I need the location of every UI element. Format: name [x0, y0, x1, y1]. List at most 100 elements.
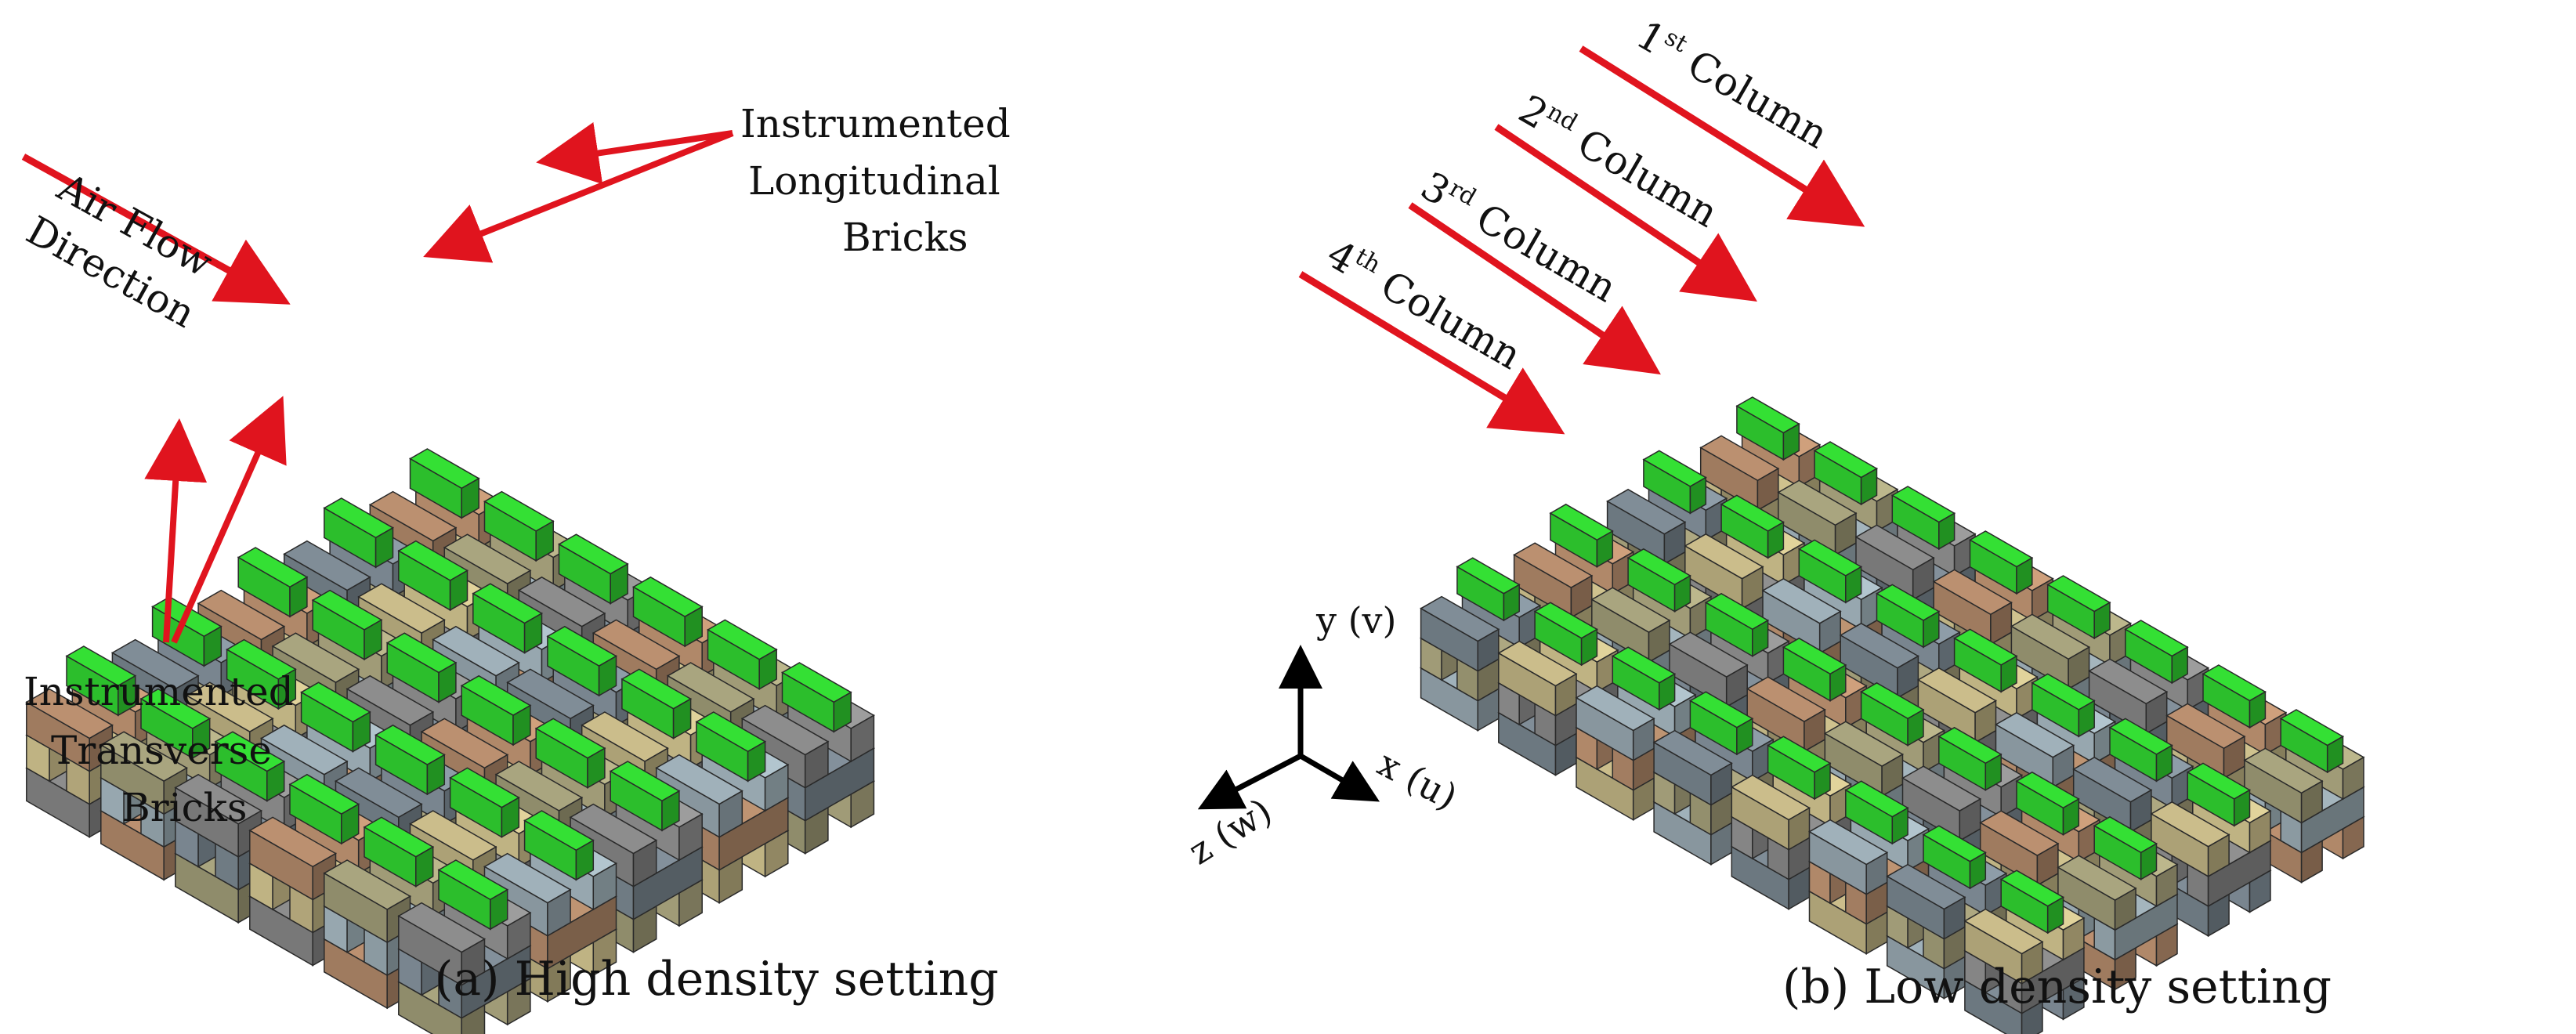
- instrumented-brick-side: [610, 562, 628, 605]
- brick-side: [1741, 566, 1764, 610]
- brick-side: [804, 740, 829, 789]
- brick-side: [1663, 521, 1686, 566]
- instrumented-brick-side: [1503, 584, 1520, 622]
- brick-side: [764, 763, 789, 812]
- instrumented-brick-side: [1845, 566, 1862, 604]
- instrumented-brick-side: [758, 648, 777, 690]
- brick-side: [2062, 916, 2085, 961]
- brick-side: [1648, 619, 1670, 663]
- instrumented-brick-side: [1596, 530, 1614, 568]
- instrumented-brick-side: [2326, 735, 2344, 774]
- brick-side: [1788, 807, 1811, 851]
- brick-side: [1974, 700, 1997, 744]
- instrumented-brick-side: [192, 718, 211, 760]
- instrumented-brick-side: [535, 520, 554, 562]
- instrumented-brick-side: [438, 661, 457, 703]
- z-axis-label: z (w): [1181, 790, 1279, 873]
- brick-side: [2342, 756, 2364, 801]
- instrumented-brick-side: [490, 888, 508, 931]
- instrumented-brick-side: [341, 803, 360, 845]
- column-4-arrow: [1298, 271, 1565, 435]
- instrumented-brick-side: [1689, 476, 1707, 515]
- instrumented-brick-side: [415, 845, 434, 888]
- brick-side: [2068, 645, 2090, 690]
- column-annotations: 1st Column 2nd Column 3rd Column 4th Col…: [1298, 11, 1865, 435]
- instrumented-brick-side: [289, 576, 308, 618]
- instrumented-brick-side: [1736, 718, 1753, 756]
- instrumented-brick-side: [1938, 512, 1956, 551]
- column-3-arrow: [1408, 202, 1661, 375]
- transverse-bricks-annotation: Instrumented Transverse Bricks: [24, 396, 294, 830]
- transverse-arrow-1: [144, 418, 208, 643]
- brick-side: [592, 862, 617, 911]
- instrumented-brick-side: [2016, 556, 2033, 595]
- instrumented-brick-side: [587, 747, 606, 789]
- instrumented-brick-side: [461, 477, 479, 519]
- instrumented-brick-side: [1767, 521, 1785, 559]
- brick-side: [1804, 708, 1826, 753]
- instrumented-brick-side: [2171, 645, 2188, 685]
- brick-side: [2145, 690, 2168, 735]
- instrumented-brick-side: [1984, 753, 2002, 791]
- transverse-label-line1: Instrumented: [24, 669, 294, 714]
- brick-side: [1912, 556, 1934, 601]
- caption-a: (a) High density setting: [435, 952, 999, 1007]
- brick-side: [506, 911, 531, 960]
- brick-side: [2129, 789, 2152, 833]
- high-density-brick-stack: [25, 448, 875, 1034]
- brick-side: [1818, 610, 1841, 655]
- instrumented-brick-side: [1580, 628, 1598, 667]
- caption-b: (b) Low density setting: [1782, 960, 2332, 1014]
- brick-side: [1725, 663, 1748, 708]
- instrumented-brick-side: [2078, 700, 2095, 738]
- column-1-label: 1st Column: [1629, 11, 1836, 157]
- brick-side: [2155, 863, 2178, 908]
- brick-side: [2207, 833, 2230, 878]
- column-2-arrow: [1494, 124, 1757, 302]
- brick-side: [461, 938, 486, 986]
- transverse-label-line3: Bricks: [121, 785, 248, 830]
- brick-side: [1632, 718, 1655, 761]
- instrumented-brick-side: [1923, 610, 1940, 649]
- brick-side: [1710, 762, 1733, 806]
- instrumented-brick-side: [1969, 851, 1987, 890]
- instrumented-brick-side: [2046, 896, 2064, 935]
- brick-side: [1570, 574, 1593, 619]
- instrumented-brick-side: [1659, 673, 1676, 711]
- brick-side: [632, 839, 657, 888]
- brick-side: [547, 888, 571, 937]
- brick-side: [1865, 851, 1888, 895]
- instrumented-brick-side: [352, 710, 371, 753]
- longitudinal-arrow-1: [536, 122, 733, 185]
- instrumented-brick-side: [1907, 708, 1924, 747]
- brick-side: [1943, 896, 1966, 940]
- instrumented-brick-side: [523, 612, 543, 654]
- instrumented-brick-side: [364, 619, 382, 661]
- brick-side: [1881, 753, 1904, 797]
- instrumented-brick-side: [203, 625, 223, 667]
- instrumented-brick-side: [2093, 601, 2111, 640]
- instrumented-brick-side: [747, 740, 766, 783]
- brick-side: [2300, 779, 2323, 824]
- brick-side: [2249, 809, 2271, 854]
- instrumented-brick-side: [512, 704, 531, 747]
- brick-side: [2223, 735, 2245, 779]
- instrumented-brick-side: [575, 839, 595, 881]
- instrumented-brick-side: [1814, 762, 1831, 801]
- column-3-label: 3rd Column: [1413, 162, 1625, 311]
- column-1-arrow: [1579, 45, 1865, 227]
- brick-side: [2036, 842, 2059, 887]
- air-flow-annotation: Air Flow Direction: [19, 154, 291, 337]
- instrumented-brick-side: [374, 526, 394, 569]
- instrumented-brick-side: [1860, 467, 1878, 506]
- brick-side: [718, 790, 743, 838]
- brick-side: [1834, 512, 1857, 556]
- air-flow-arrow: [21, 154, 291, 305]
- brick-side: [1959, 797, 1981, 842]
- transverse-label-line2: Transverse: [51, 728, 272, 773]
- instrumented-brick-side: [277, 668, 297, 710]
- brick-side: [1477, 628, 1500, 672]
- low-density-brick-stack: [1420, 396, 2365, 1034]
- instrumented-brick-side: [1752, 619, 1769, 657]
